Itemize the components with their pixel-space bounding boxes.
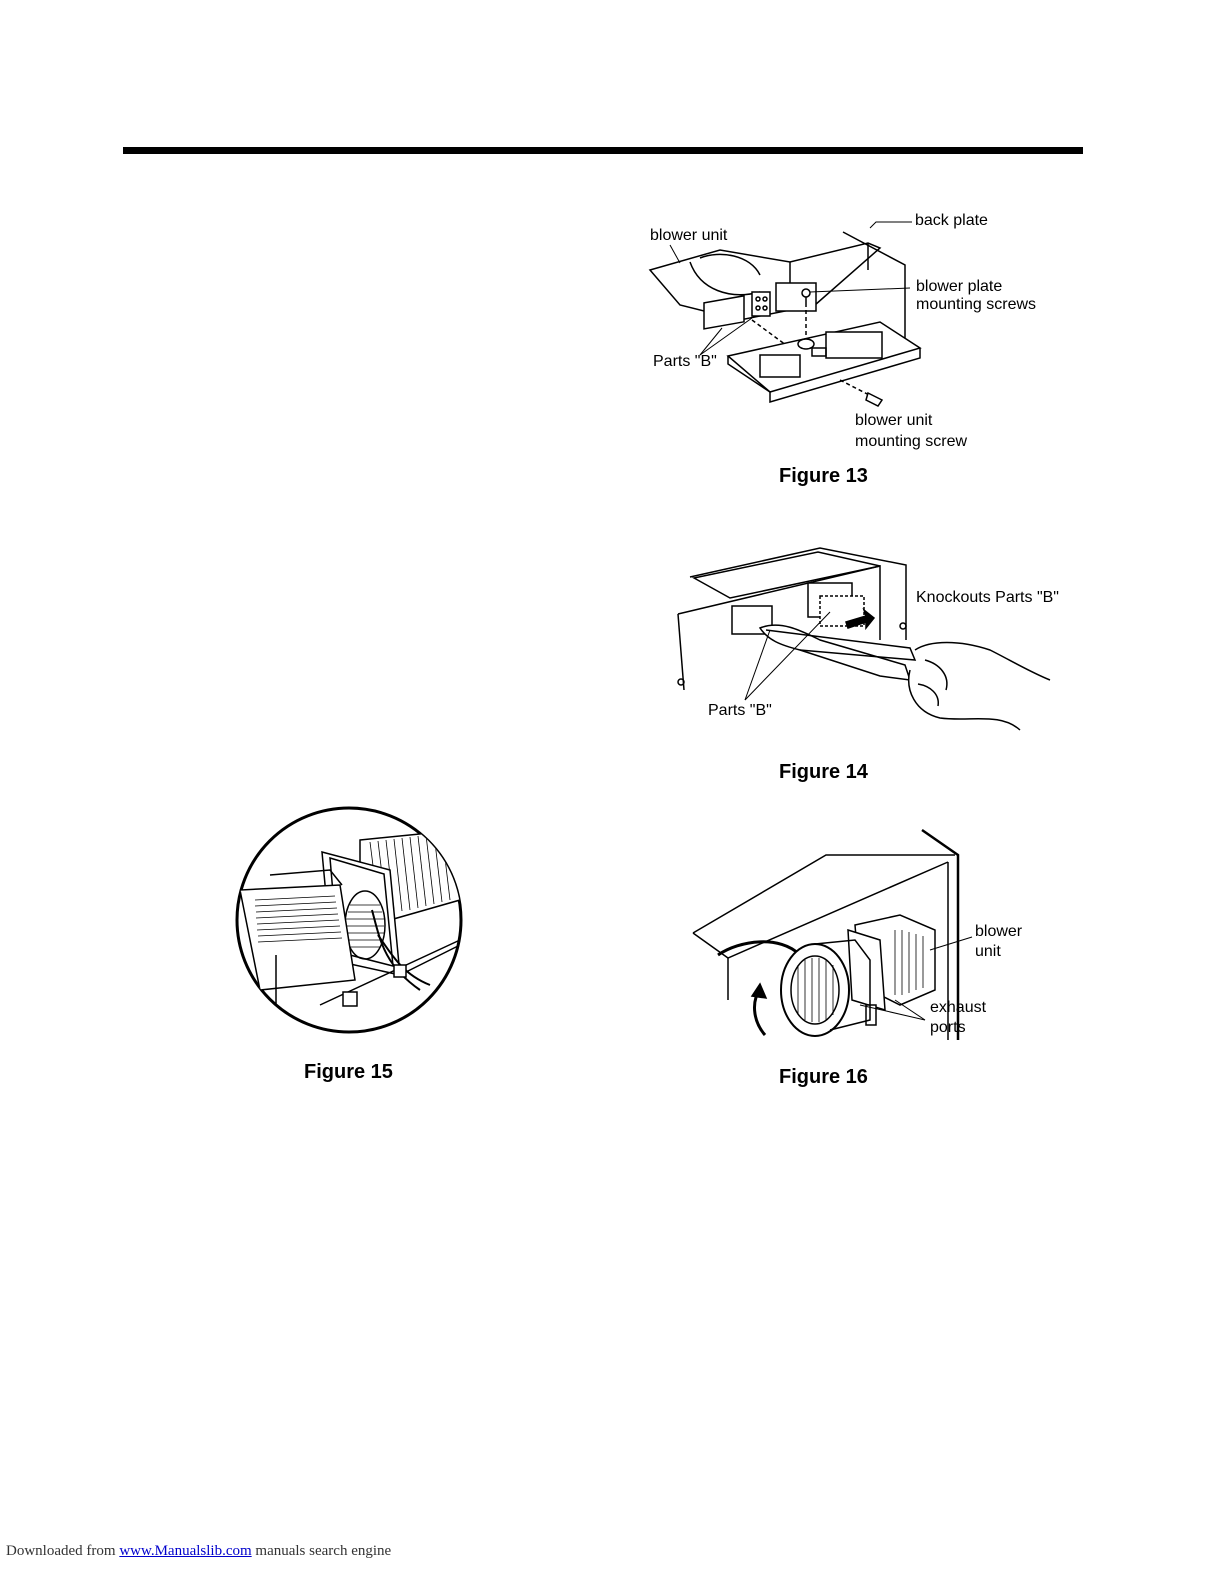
label-exhaust: exhaust (930, 999, 986, 1017)
footer-prefix: Downloaded from (6, 1543, 119, 1559)
label-unit: unit (975, 943, 1001, 961)
footer-suffix: manuals search engine (252, 1543, 392, 1559)
label-blower: blower (975, 923, 1022, 941)
label-ports: ports (930, 1019, 966, 1037)
figure-16-caption: Figure 16 (779, 1066, 868, 1089)
figure-16-drawing (0, 0, 1224, 1100)
footer-link[interactable]: www.Manualslib.com (119, 1543, 251, 1559)
footer: Downloaded from www.Manualslib.com manua… (6, 1543, 391, 1560)
